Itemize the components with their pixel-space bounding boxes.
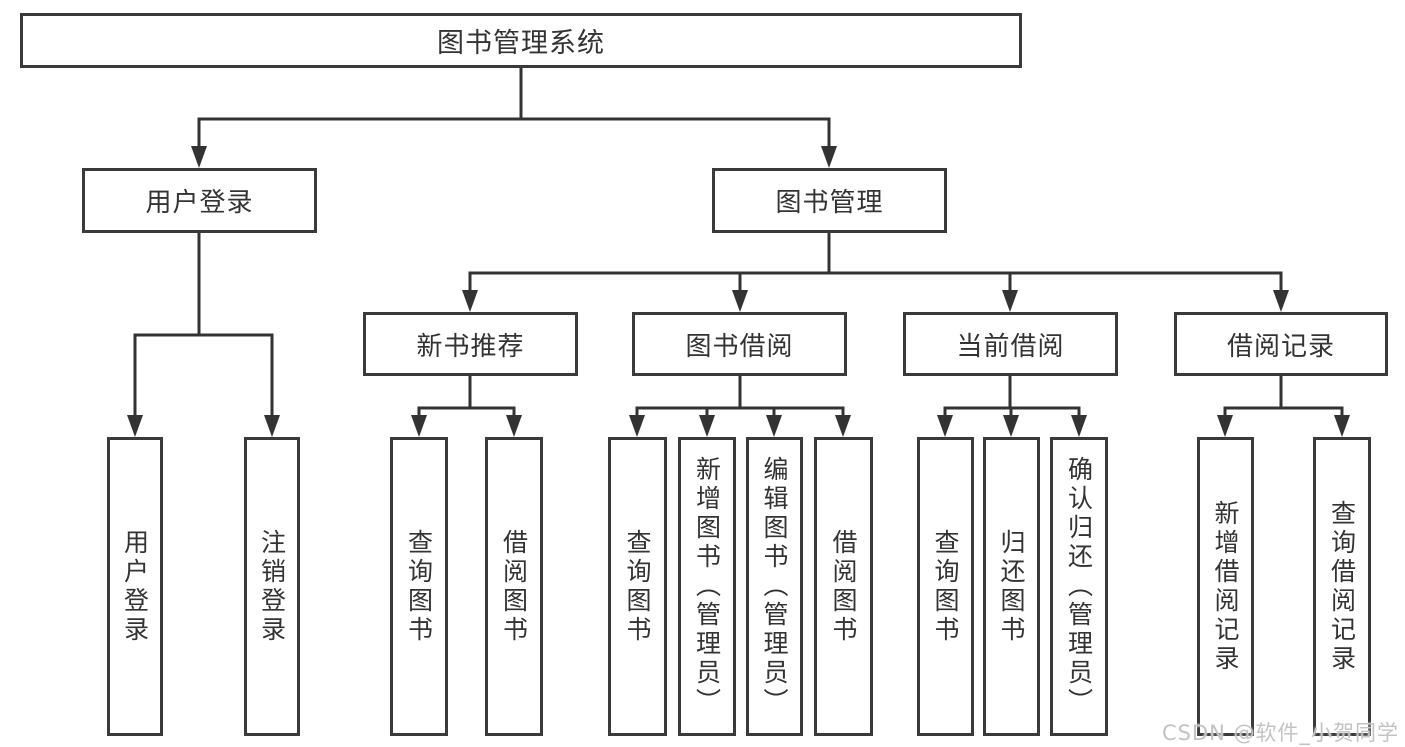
node-label: 图书管理 bbox=[775, 188, 884, 218]
node-label: 图书借阅 bbox=[685, 331, 794, 362]
node-new-book-recommendation: 新书推荐 bbox=[363, 312, 578, 376]
connector-recommend-to-leaves bbox=[417, 376, 516, 416]
leaf-logout: 注销登录 bbox=[244, 437, 300, 736]
node-user-login: 用户登录 bbox=[82, 168, 317, 233]
leaf-label: 用户登录 bbox=[120, 528, 150, 645]
leaf-query-books-borrow: 查询图书 bbox=[608, 437, 667, 736]
connector-current-to-leaves bbox=[943, 376, 1081, 416]
node-book-borrowing: 图书借阅 bbox=[632, 312, 847, 376]
leaf-label: 新增图书（管理员） bbox=[692, 456, 722, 717]
leaf-label: 新增借阅记录 bbox=[1211, 499, 1240, 674]
node-current-borrowing: 当前借阅 bbox=[903, 312, 1118, 376]
leaf-label: 借阅图书 bbox=[829, 528, 858, 645]
node-book-management: 图书管理 bbox=[712, 168, 947, 233]
leaf-query-borrow-record: 查询借阅记录 bbox=[1313, 437, 1371, 736]
arrowheads bbox=[127, 146, 1350, 437]
leaf-label: 查询借阅记录 bbox=[1327, 499, 1357, 674]
node-label: 借阅记录 bbox=[1226, 331, 1335, 362]
leaf-confirm-return-admin: 确认归还（管理员） bbox=[1050, 437, 1108, 736]
node-borrowing-records: 借阅记录 bbox=[1174, 312, 1388, 376]
leaf-label: 编辑图书（管理员） bbox=[760, 456, 789, 717]
connector-records-to-leaves bbox=[1223, 376, 1344, 416]
connector-management-to-groups bbox=[468, 233, 1283, 291]
leaf-label: 归还图书 bbox=[997, 528, 1026, 645]
leaf-label: 借阅图书 bbox=[499, 528, 529, 645]
node-label: 图书管理系统 bbox=[437, 28, 605, 59]
node-label: 当前借阅 bbox=[956, 331, 1065, 362]
leaf-add-books-admin: 新增图书（管理员） bbox=[678, 437, 736, 736]
connector-borrowing-to-leaves bbox=[635, 376, 845, 416]
leaf-label: 注销登录 bbox=[257, 528, 287, 645]
leaf-add-borrow-record: 新增借阅记录 bbox=[1197, 437, 1254, 736]
node-label: 用户登录 bbox=[145, 188, 254, 218]
leaf-edit-books-admin: 编辑图书（管理员） bbox=[746, 437, 803, 736]
leaf-user-login: 用户登录 bbox=[107, 437, 163, 736]
leaf-borrow-books-recommend: 借阅图书 bbox=[485, 437, 543, 736]
leaf-borrow-books-borrow: 借阅图书 bbox=[814, 437, 873, 736]
node-label: 新书推荐 bbox=[416, 331, 525, 362]
leaf-return-books: 归还图书 bbox=[983, 437, 1040, 736]
leaf-query-books-current: 查询图书 bbox=[917, 437, 974, 736]
watermark-text: CSDN @软件_小贺同学 bbox=[1161, 721, 1399, 745]
leaf-label: 确认归还（管理员） bbox=[1064, 456, 1094, 717]
node-library-management-system: 图书管理系统 bbox=[20, 13, 1022, 68]
leaf-label: 查询图书 bbox=[931, 528, 960, 645]
leaf-label: 查询图书 bbox=[623, 528, 652, 645]
connector-root-to-level2 bbox=[197, 67, 831, 147]
leaf-query-books-recommend: 查询图书 bbox=[390, 437, 448, 736]
leaf-label: 查询图书 bbox=[404, 528, 434, 645]
connector-login-to-leaves bbox=[133, 233, 274, 416]
